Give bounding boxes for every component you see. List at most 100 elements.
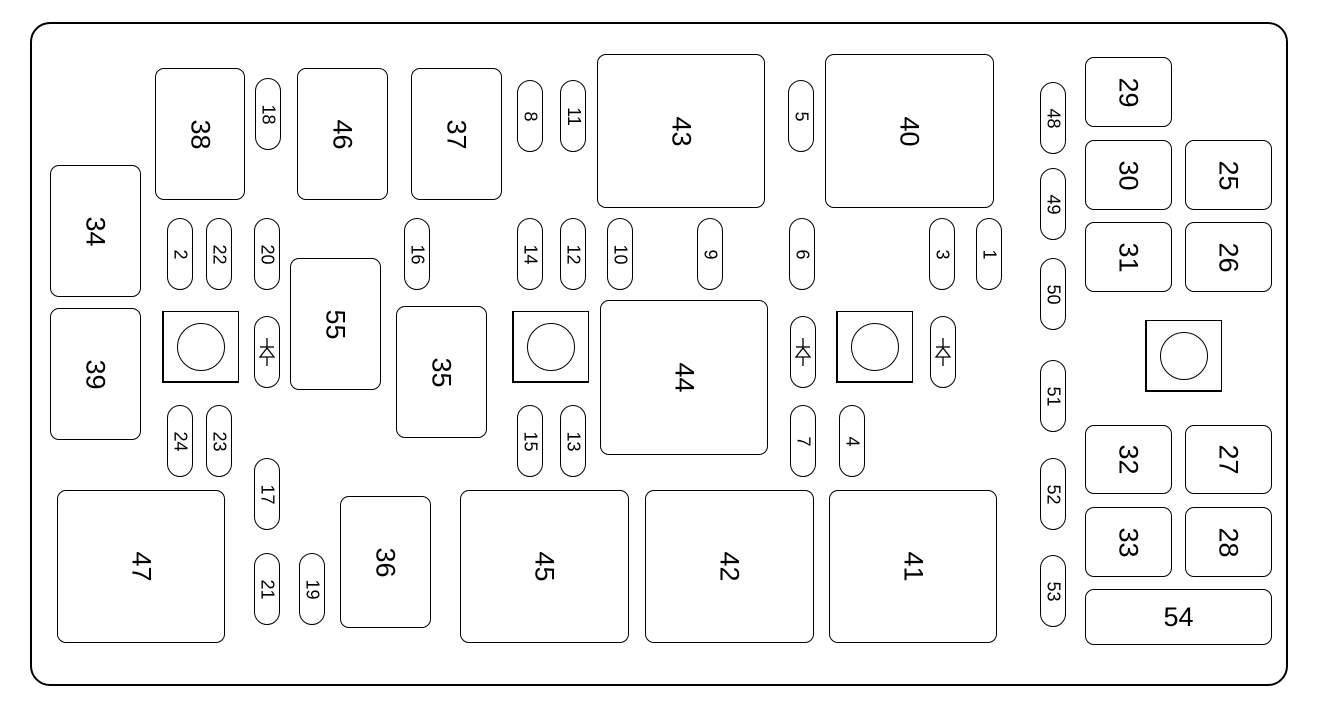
fuse-label: 17	[257, 483, 278, 505]
mini-fuse-13[interactable]: 13	[560, 405, 586, 477]
fuse-label: 10	[610, 243, 631, 265]
mini-fuse-11[interactable]: 11	[560, 80, 586, 152]
mini-fuse-17[interactable]: 17	[254, 458, 280, 530]
maxi-fuse-41[interactable]: 41	[829, 490, 997, 643]
fuse-block-outline	[30, 22, 1288, 686]
mini-fuse-3[interactable]: 3	[929, 218, 955, 290]
maxi-fuse-28[interactable]: 28	[1185, 507, 1272, 577]
diode-slot[interactable]	[930, 316, 956, 388]
maxi-fuse-38[interactable]: 38	[155, 68, 245, 200]
relay-circle-icon	[1160, 331, 1208, 380]
fuse-label: 55	[320, 308, 351, 340]
fuse-label: 7	[793, 435, 814, 447]
fuse-label: 42	[714, 551, 745, 582]
mini-fuse-50[interactable]: 50	[1040, 258, 1066, 330]
mini-fuse-51[interactable]: 51	[1040, 360, 1066, 432]
maxi-fuse-32[interactable]: 32	[1085, 425, 1172, 494]
fuse-label: 49	[1043, 193, 1064, 215]
maxi-fuse-34[interactable]: 34	[50, 165, 141, 297]
mini-fuse-5[interactable]: 5	[788, 80, 814, 152]
mini-fuse-22[interactable]: 22	[206, 218, 232, 290]
mini-fuse-24[interactable]: 24	[167, 405, 193, 477]
fuse-label: 18	[258, 103, 279, 125]
mini-fuse-53[interactable]: 53	[1040, 555, 1066, 627]
mini-fuse-16[interactable]: 16	[404, 218, 430, 290]
maxi-fuse-45[interactable]: 45	[460, 490, 629, 643]
mini-fuse-49[interactable]: 49	[1040, 168, 1066, 240]
fuse-label: 36	[370, 546, 401, 578]
fuse-label: 19	[302, 578, 323, 600]
maxi-fuse-42[interactable]: 42	[645, 490, 814, 643]
mini-fuse-21[interactable]: 21	[254, 553, 280, 625]
fuse-label: 5	[791, 110, 812, 122]
diode-slot[interactable]	[254, 316, 280, 388]
fuse-label: 37	[441, 118, 472, 150]
mini-fuse-10[interactable]: 10	[607, 218, 633, 290]
maxi-fuse-26[interactable]: 26	[1185, 222, 1272, 292]
maxi-fuse-33[interactable]: 33	[1085, 507, 1172, 577]
maxi-fuse-31[interactable]: 31	[1085, 222, 1172, 292]
diode-slot[interactable]	[790, 316, 816, 388]
maxi-fuse-39[interactable]: 39	[50, 308, 141, 440]
maxi-fuse-44[interactable]: 44	[600, 300, 768, 455]
fuse-label: 4	[842, 435, 863, 447]
maxi-fuse-40[interactable]: 40	[825, 54, 994, 208]
fuse-label: 43	[666, 115, 697, 147]
fuse-label: 23	[209, 430, 230, 452]
fuse-label: 12	[563, 243, 584, 265]
fuse-label: 48	[1043, 107, 1064, 129]
mini-fuse-8[interactable]: 8	[517, 80, 543, 152]
fuse-label: 54	[1163, 601, 1194, 632]
mini-fuse-18[interactable]: 18	[255, 78, 281, 150]
fuse-label: 30	[1113, 159, 1144, 191]
maxi-fuse-27[interactable]: 27	[1185, 425, 1272, 494]
fuse-label: 31	[1113, 241, 1144, 273]
maxi-fuse-29[interactable]: 29	[1085, 57, 1172, 127]
maxi-fuse-35[interactable]: 35	[396, 306, 487, 438]
fuse-label: 46	[327, 118, 358, 150]
maxi-fuse-30[interactable]: 30	[1085, 140, 1172, 210]
fuse-label: 26	[1213, 241, 1244, 273]
mini-fuse-7[interactable]: 7	[790, 405, 816, 477]
maxi-fuse-43[interactable]: 43	[597, 54, 765, 208]
mini-fuse-52[interactable]: 52	[1040, 458, 1066, 530]
mini-fuse-4[interactable]: 4	[839, 405, 865, 477]
relay-socket[interactable]	[512, 311, 589, 383]
mini-fuse-19[interactable]: 19	[299, 553, 325, 625]
maxi-fuse-36[interactable]: 36	[340, 496, 431, 628]
fuse-label: 50	[1043, 283, 1064, 305]
fuse-label: 28	[1213, 526, 1244, 558]
mini-fuse-23[interactable]: 23	[206, 405, 232, 477]
fuse-label: 1	[979, 248, 1000, 260]
fuse-label: 16	[407, 243, 428, 265]
fuse-label: 41	[898, 551, 929, 582]
fuse-label: 34	[80, 215, 111, 247]
maxi-fuse-54[interactable]: 54	[1085, 589, 1272, 645]
fuse-label: 32	[1113, 444, 1144, 475]
maxi-fuse-46[interactable]: 46	[297, 68, 388, 200]
mini-fuse-14[interactable]: 14	[517, 218, 543, 290]
fuse-label: 44	[669, 362, 700, 393]
diode-icon	[258, 338, 276, 366]
mini-fuse-15[interactable]: 15	[517, 405, 543, 477]
mini-fuse-20[interactable]: 20	[254, 218, 280, 290]
mini-fuse-12[interactable]: 12	[560, 218, 586, 290]
maxi-fuse-37[interactable]: 37	[411, 68, 502, 200]
fuse-label: 22	[209, 243, 230, 265]
fuse-label: 35	[426, 356, 457, 388]
mini-fuse-2[interactable]: 2	[167, 218, 193, 290]
mini-fuse-1[interactable]: 1	[976, 218, 1002, 290]
relay-socket[interactable]	[836, 311, 913, 383]
mini-fuse-48[interactable]: 48	[1040, 82, 1066, 154]
maxi-fuse-25[interactable]: 25	[1185, 140, 1272, 210]
relay-socket[interactable]	[1145, 320, 1222, 392]
relay-socket[interactable]	[162, 311, 239, 383]
fuse-label: 51	[1043, 385, 1064, 407]
fuse-label: 2	[170, 248, 191, 260]
maxi-fuse-47[interactable]: 47	[57, 490, 225, 643]
fuse-label: 29	[1113, 76, 1144, 108]
mini-fuse-6[interactable]: 6	[789, 218, 815, 290]
fuse-label: 45	[529, 551, 560, 582]
mini-fuse-9[interactable]: 9	[697, 218, 723, 290]
maxi-fuse-55[interactable]: 55	[290, 258, 381, 390]
